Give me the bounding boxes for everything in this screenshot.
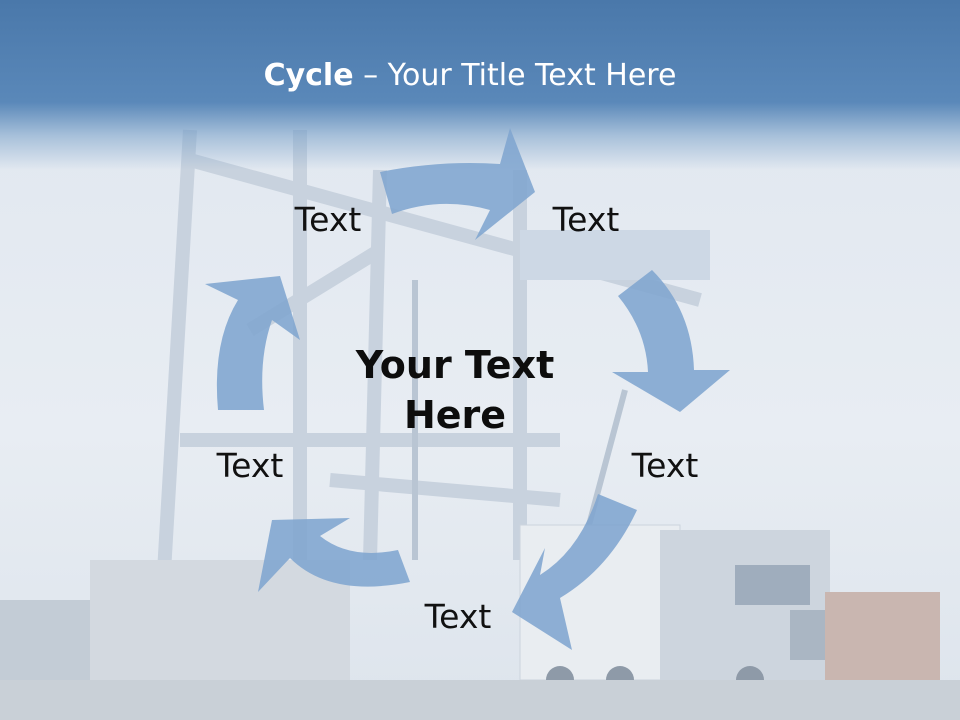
cycle-node-label[interactable]: Text	[552, 200, 620, 239]
slide-title[interactable]: Cycle – Your Title Text Here	[0, 56, 940, 96]
cycle-arrow-bottom-left[interactable]	[258, 518, 410, 592]
container-icon	[0, 560, 940, 687]
title-rest: – Your Title Text Here	[353, 58, 677, 93]
title-bold: Cycle	[263, 58, 354, 93]
cycle-node-label[interactable]: Text	[216, 446, 284, 485]
header-band	[0, 0, 960, 170]
cycle-node-label[interactable]: Text	[631, 446, 699, 485]
cycle-arrow-left[interactable]	[205, 276, 300, 410]
cycle-node-label[interactable]: Text	[294, 200, 362, 239]
cycle-arrow-right[interactable]	[612, 270, 730, 412]
cycle-arrow-top[interactable]	[380, 128, 535, 240]
cycle-arrow-bottom-right[interactable]	[512, 494, 637, 650]
cycle-node-label[interactable]: Text	[424, 597, 492, 636]
center-text[interactable]: Your Text Here	[355, 343, 555, 437]
